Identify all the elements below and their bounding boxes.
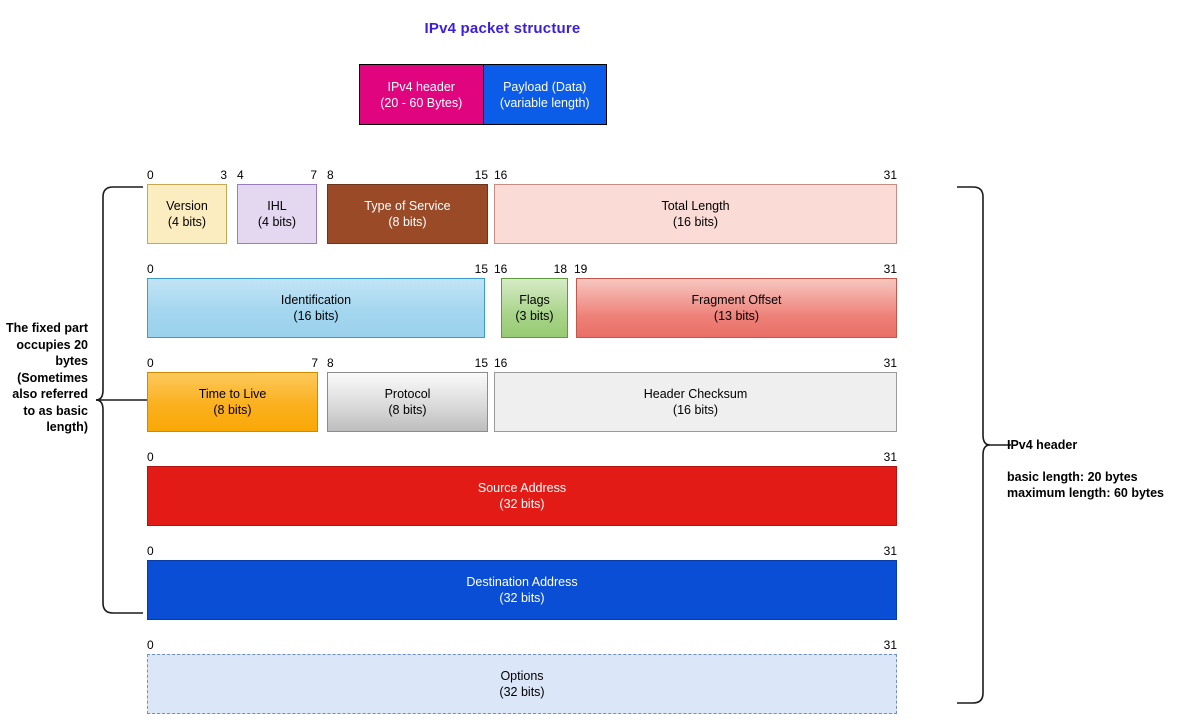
bit-tick-0: 0 xyxy=(147,450,154,464)
field-ihl: IHL (4 bits) xyxy=(237,184,317,244)
field-fragment-offset: Fragment Offset (13 bits) xyxy=(576,278,897,338)
bit-tick-8: 8 xyxy=(327,168,334,182)
bit-tick-31: 31 xyxy=(883,450,897,464)
ipv4-header-bracket-icon xyxy=(957,186,1011,704)
field-version: Version (4 bits) xyxy=(147,184,227,244)
field-protocol: Protocol (8 bits) xyxy=(327,372,488,432)
field-type-of-service: Type of Service (8 bits) xyxy=(327,184,488,244)
field-flags-name: Flags xyxy=(519,293,550,307)
bit-tick-0: 0 xyxy=(147,356,154,370)
field-version-bits: (4 bits) xyxy=(167,215,207,229)
bit-tick-7: 7 xyxy=(311,356,318,370)
header-row-6: 0 31 Options (32 bits) xyxy=(147,636,897,714)
header-row-4: 0 31 Source Address (32 bits) xyxy=(147,448,897,526)
field-source-address-bits: (32 bits) xyxy=(499,497,545,511)
field-protocol-name: Protocol xyxy=(384,387,431,401)
field-identification-name: Identification xyxy=(280,293,352,307)
bit-tick-16: 16 xyxy=(494,262,508,276)
field-type-of-service-bits: (8 bits) xyxy=(388,215,427,229)
bit-tick-31: 31 xyxy=(883,356,897,370)
bit-tick-4: 4 xyxy=(237,168,244,182)
ipv4-header-note: IPv4 header basic length: 20 bytes maxim… xyxy=(1007,437,1187,501)
field-total-length-name: Total Length xyxy=(661,199,730,213)
field-ihl-bits: (4 bits) xyxy=(257,215,297,229)
bit-tick-15: 15 xyxy=(474,168,488,182)
packet-overview-header-name: IPv4 header xyxy=(387,79,455,94)
header-row-3: 0 7 8 15 16 31 Time to Live (8 bits) Pro… xyxy=(147,354,897,432)
field-header-checksum-bits: (16 bits) xyxy=(672,403,719,417)
bit-tick-31: 31 xyxy=(883,262,897,276)
bit-ruler-row-3: 0 7 8 15 16 31 xyxy=(147,354,897,372)
bit-tick-15: 15 xyxy=(474,356,488,370)
packet-overview-payload-size: (variable length) xyxy=(499,95,590,110)
field-time-to-live-name: Time to Live xyxy=(198,387,267,401)
field-flags: Flags (3 bits) xyxy=(501,278,568,338)
page-title: IPv4 packet structure xyxy=(424,20,581,37)
header-row-1: 0 3 4 7 8 15 16 31 Version (4 bits) IHL … xyxy=(147,166,897,244)
packet-overview-payload-name: Payload (Data) xyxy=(503,79,587,94)
header-row-5: 0 31 Destination Address (32 bits) xyxy=(147,542,897,620)
bit-tick-3: 3 xyxy=(220,168,227,182)
packet-overview-header-box: IPv4 header (20 - 60 Bytes) xyxy=(360,65,483,124)
bit-tick-31: 31 xyxy=(883,544,897,558)
bit-tick-16: 16 xyxy=(494,168,508,182)
bit-tick-0: 0 xyxy=(147,262,154,276)
ipv4-header-field-diagram: 0 3 4 7 8 15 16 31 Version (4 bits) IHL … xyxy=(147,166,897,714)
ipv4-header-note-title: IPv4 header xyxy=(1007,438,1078,452)
field-identification-bits: (16 bits) xyxy=(293,309,339,323)
header-row-2: 0 15 16 18 19 31 Identification (16 bits… xyxy=(147,260,897,338)
bit-ruler-row-4: 0 31 xyxy=(147,448,897,466)
bit-tick-0: 0 xyxy=(147,544,154,558)
field-protocol-bits: (8 bits) xyxy=(388,403,427,417)
fixed-part-bracket-icon xyxy=(95,186,147,614)
field-options: Options (32 bits) xyxy=(147,654,897,714)
bit-tick-31: 31 xyxy=(883,168,897,182)
field-header-checksum-name: Header Checksum xyxy=(643,387,748,401)
bit-ruler-row-2: 0 15 16 18 19 31 xyxy=(147,260,897,278)
packet-overview: IPv4 header (20 - 60 Bytes) Payload (Dat… xyxy=(359,64,607,125)
field-version-name: Version xyxy=(166,199,208,213)
field-identification: Identification (16 bits) xyxy=(147,278,485,338)
ipv4-header-maximum-length: maximum length: 60 bytes xyxy=(1007,486,1164,500)
field-options-name: Options xyxy=(500,669,544,683)
bit-tick-18: 18 xyxy=(553,262,567,276)
field-type-of-service-name: Type of Service xyxy=(364,199,451,213)
bit-tick-0: 0 xyxy=(147,638,154,652)
bit-tick-19: 19 xyxy=(574,262,588,276)
bit-ruler-row-1: 0 3 4 7 8 15 16 31 xyxy=(147,166,897,184)
packet-overview-header-size: (20 - 60 Bytes) xyxy=(380,95,463,110)
field-total-length-bits: (16 bits) xyxy=(672,215,719,229)
field-flags-bits: (3 bits) xyxy=(515,309,554,323)
ipv4-header-basic-length: basic length: 20 bytes xyxy=(1007,470,1138,484)
field-fragment-offset-name: Fragment Offset xyxy=(691,293,782,307)
bit-ruler-row-6: 0 31 xyxy=(147,636,897,654)
packet-overview-payload-box: Payload (Data) (variable length) xyxy=(482,65,606,124)
field-destination-address-bits: (32 bits) xyxy=(499,591,545,605)
field-destination-address: Destination Address (32 bits) xyxy=(147,560,897,620)
field-header-checksum: Header Checksum (16 bits) xyxy=(494,372,897,432)
field-total-length: Total Length (16 bits) xyxy=(494,184,897,244)
bit-ruler-row-5: 0 31 xyxy=(147,542,897,560)
field-time-to-live-bits: (8 bits) xyxy=(213,403,252,417)
bit-tick-16: 16 xyxy=(494,356,508,370)
field-source-address-name: Source Address xyxy=(477,481,567,495)
field-time-to-live: Time to Live (8 bits) xyxy=(147,372,318,432)
bit-tick-7: 7 xyxy=(310,168,317,182)
field-options-bits: (32 bits) xyxy=(499,685,545,699)
field-ihl-name: IHL xyxy=(267,199,287,213)
bit-tick-0: 0 xyxy=(147,168,154,182)
bit-tick-31: 31 xyxy=(883,638,897,652)
field-fragment-offset-bits: (13 bits) xyxy=(713,309,760,323)
bit-tick-15: 15 xyxy=(474,262,488,276)
field-destination-address-name: Destination Address xyxy=(466,575,578,589)
fixed-part-note: The fixed part occupies 20 bytes (Someti… xyxy=(6,321,88,434)
bit-tick-8: 8 xyxy=(327,356,334,370)
field-source-address: Source Address (32 bits) xyxy=(147,466,897,526)
